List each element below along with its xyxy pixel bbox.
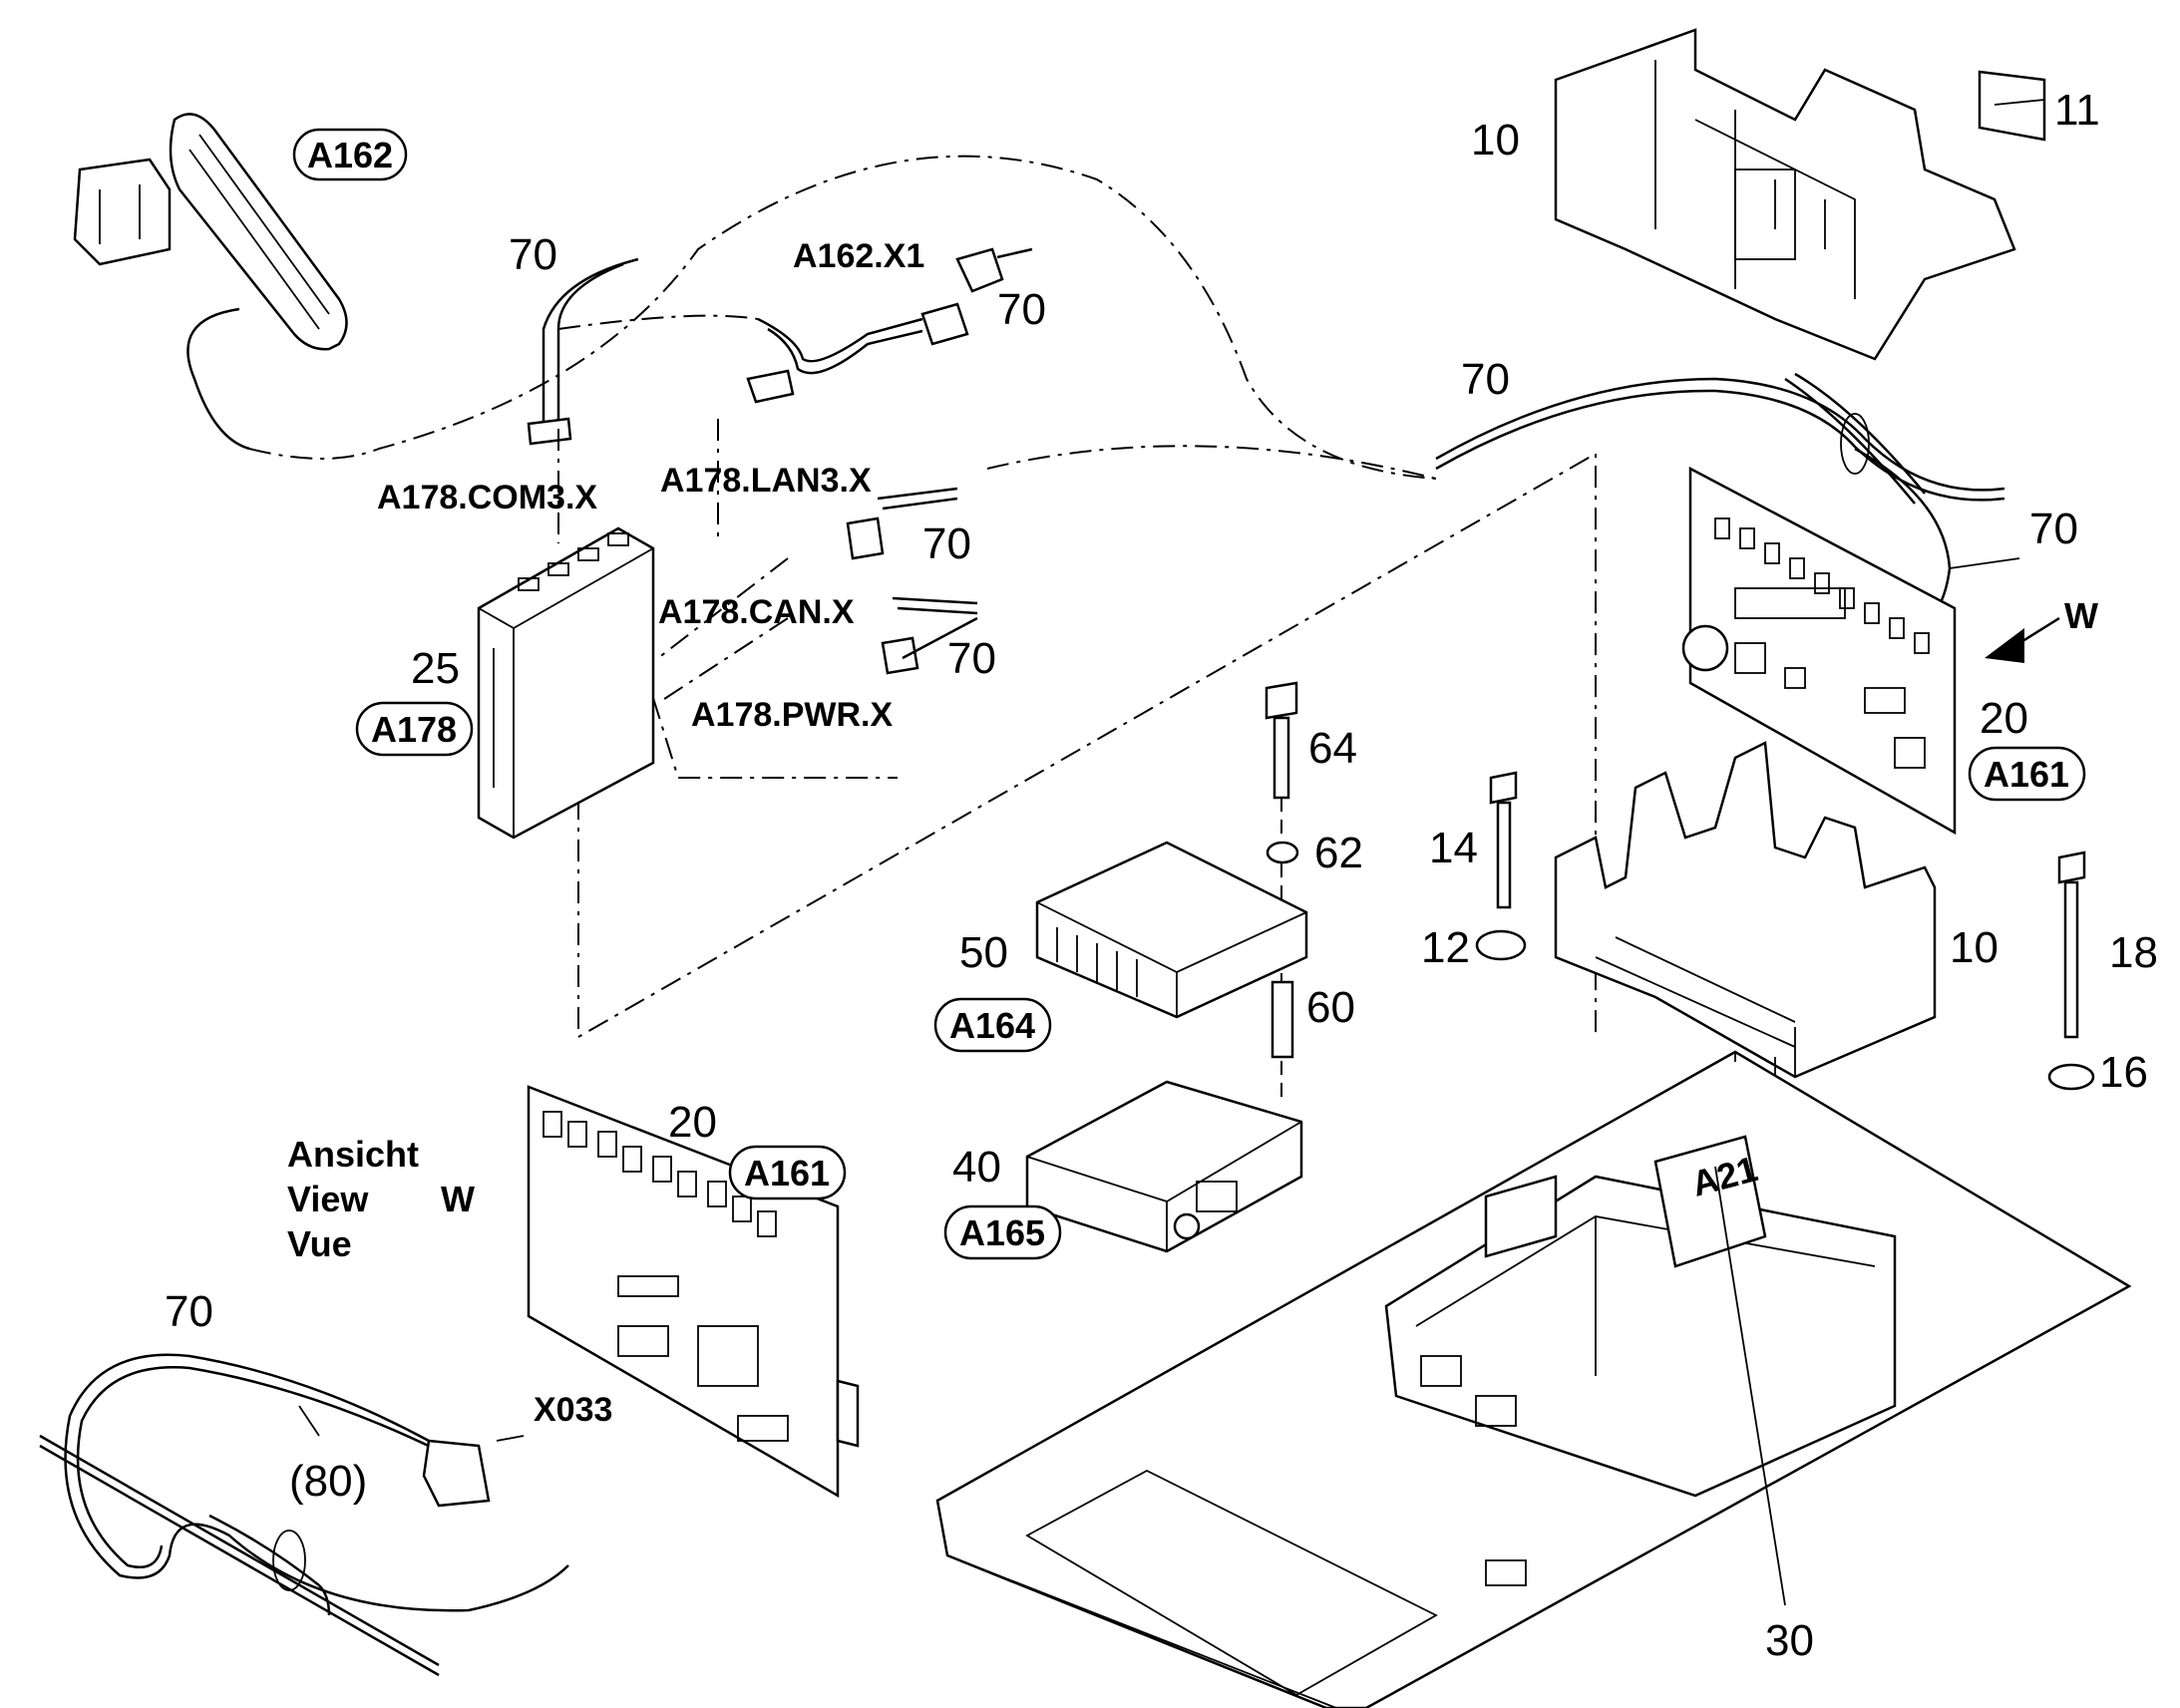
- display-a162-drawing: [73, 113, 348, 451]
- callout-40: 40: [952, 1143, 1001, 1192]
- tag-a161-right: A161: [1968, 746, 2086, 802]
- callout-64: 64: [1308, 724, 1357, 773]
- cable-x033-drawing: [39, 1353, 569, 1677]
- callout-70-cable-tie: 70: [2029, 505, 2078, 553]
- callout-70-plug-a162: 70: [997, 285, 1046, 334]
- callout-25: 25: [411, 644, 460, 693]
- callout-70-plug-can: 70: [922, 519, 971, 568]
- tag-a178-text: A178: [371, 709, 457, 750]
- module-a165-drawing: [1025, 1080, 1303, 1253]
- callout-30: 30: [1765, 1616, 1814, 1665]
- callout-14: 14: [1429, 824, 1478, 872]
- connector-label-lan3: A178.LAN3.X: [660, 462, 872, 500]
- tag-a164-text: A164: [949, 1005, 1035, 1046]
- cable-70-right: [1435, 372, 2005, 624]
- leader-lines: [298, 99, 2045, 1606]
- view-w-label: Ansicht View W Vue: [287, 1134, 475, 1264]
- view-label-de: Ansicht: [287, 1134, 419, 1175]
- callout-70-view-cable: 70: [165, 1287, 213, 1336]
- tag-a161-view-text: A161: [744, 1153, 830, 1194]
- bracket-10-top-drawing: [1554, 28, 2046, 361]
- callout-12: 12: [1421, 923, 1470, 972]
- tag-a165: A165: [943, 1204, 1062, 1260]
- callout-70-cable-right: 70: [1461, 355, 1510, 404]
- callout-62: 62: [1314, 829, 1363, 877]
- tag-a162: A162: [292, 128, 408, 181]
- callout-50: 50: [959, 928, 1008, 977]
- callout-18: 18: [2109, 928, 2158, 977]
- holder-10-middle-drawing: [1554, 741, 1937, 1087]
- seat-base-assembly-drawing: A21: [1384, 1135, 1897, 1498]
- callout-16: 16: [2099, 1048, 2148, 1097]
- view-label-direction: W: [441, 1179, 475, 1219]
- connector-label-pwr: A178.PWR.X: [691, 696, 893, 734]
- connector-label-x033: X033: [534, 1391, 612, 1429]
- callout-10-bracket-top: 10: [1471, 116, 1520, 165]
- callout-10-holder: 10: [1950, 923, 1998, 972]
- fasteners: [1265, 681, 2095, 1091]
- controller-a178-drawing: [477, 526, 655, 840]
- tag-a164: A164: [933, 997, 1052, 1053]
- tag-a161-view: A161: [728, 1145, 847, 1200]
- view-arrow-letter: W: [2064, 595, 2098, 636]
- tag-a178: A178: [355, 701, 474, 757]
- tag-a165-text: A165: [959, 1212, 1045, 1253]
- connector-label-a162-x1: A162.X1: [793, 237, 924, 275]
- callout-11: 11: [2054, 86, 2100, 135]
- callout-70-plug-pwr: 70: [947, 634, 996, 683]
- tag-a161-right-text: A161: [1984, 754, 2069, 795]
- callout-20-view-board: 20: [668, 1098, 717, 1147]
- cable-harness-70-top: [527, 247, 1033, 675]
- cable-routing-lines: [248, 155, 1597, 1097]
- callout-60: 60: [1306, 983, 1355, 1032]
- callout-20-board: 20: [1980, 694, 2028, 743]
- callout-80: (80): [289, 1457, 367, 1506]
- view-label-en: View: [287, 1179, 369, 1219]
- circuit-board-a161-drawing: [1681, 466, 1957, 836]
- module-a164-drawing: [1035, 841, 1308, 1019]
- connector-label-can: A178.CAN.X: [658, 593, 855, 631]
- tag-a162-text: A162: [307, 135, 393, 175]
- connector-label-com3: A178.COM3.X: [377, 479, 597, 516]
- view-label-fr: Vue: [287, 1223, 352, 1264]
- view-direction-arrow-w: W: [1985, 595, 2098, 663]
- callout-70-harness-top: 70: [509, 230, 557, 279]
